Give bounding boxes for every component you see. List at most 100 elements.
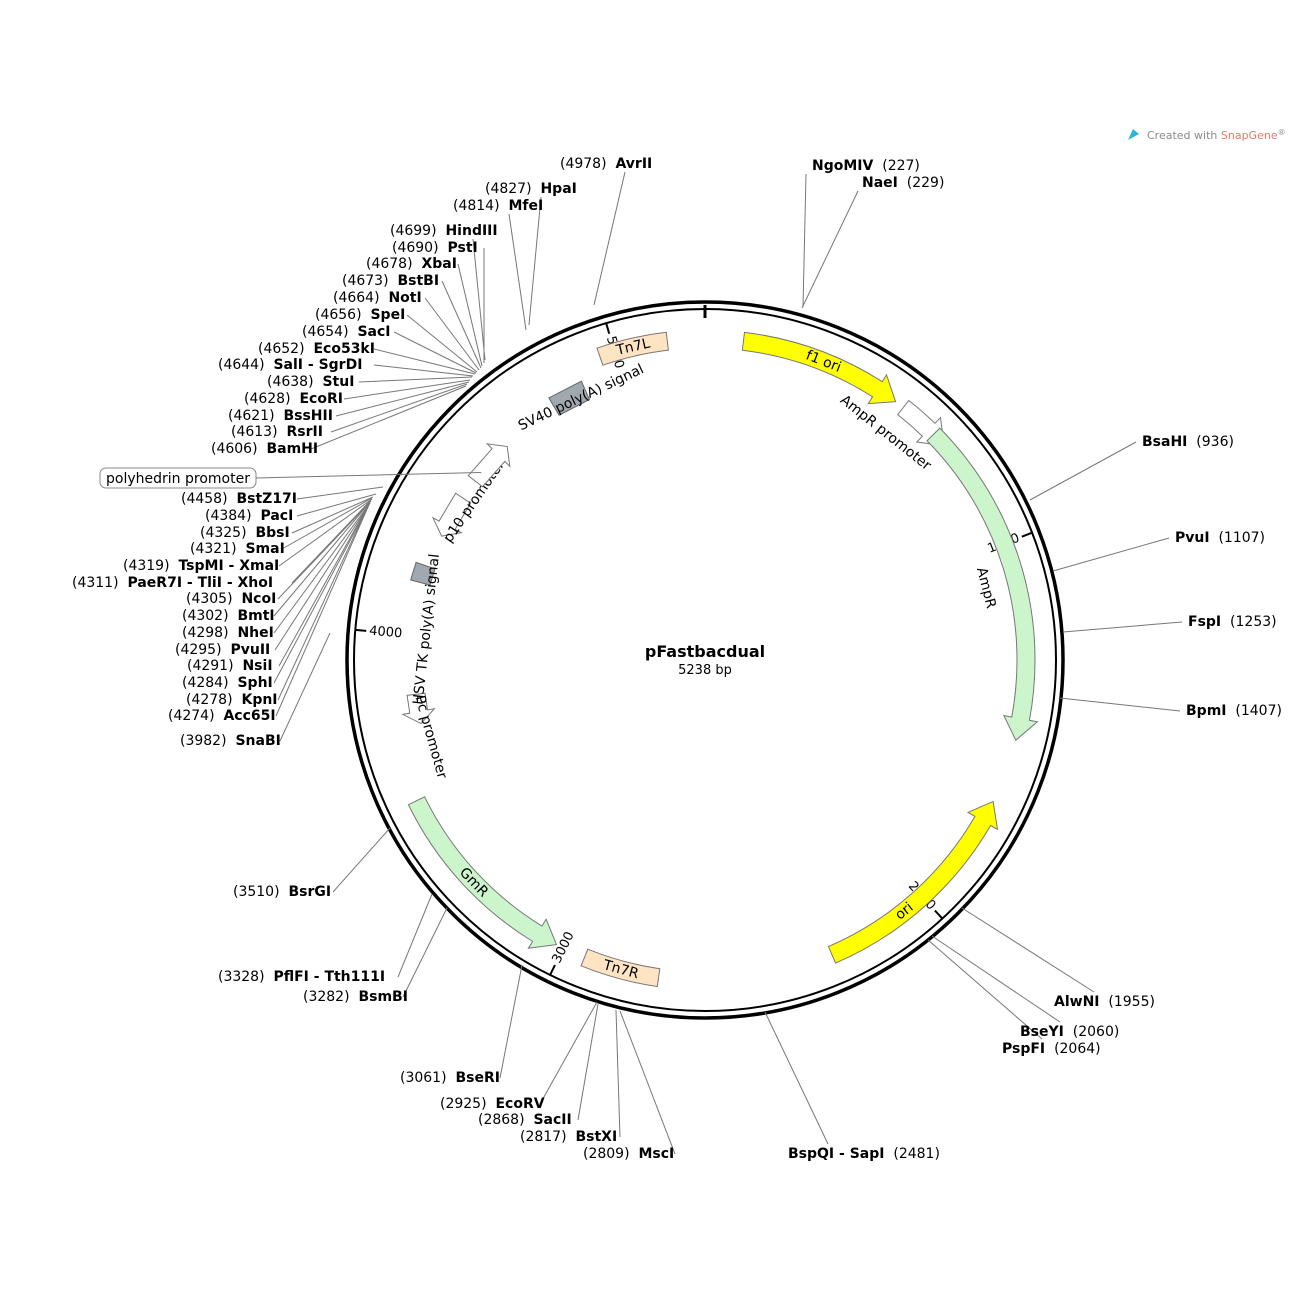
site-leader-line [330,383,468,433]
site-leader-line [373,364,474,377]
site-label: (4814) MfeI [453,198,543,214]
site-name: BsaHI [1142,434,1187,450]
site-label: (4325) BbsI [200,525,290,541]
site-avrii: (4978) AvrII [560,156,652,306]
site-rsrii: (4613) RsrII [231,383,468,440]
site-alwni: AlwNI (1955) [961,907,1155,1010]
site-position: (4656) [315,307,362,323]
site-gap [898,175,907,191]
site-bseyi: BseYI (2060) [931,935,1119,1040]
site-leader-line [310,385,467,450]
site-pflfi-tth111i: (3328) PflFI - Tth111I [218,893,433,985]
site-label: (4690) PstI [392,240,478,256]
site-pspfi: PspFI (2064) [927,939,1101,1057]
site-leader-line [277,500,372,600]
site-leader-line [332,827,391,893]
site-leader-line [335,381,470,417]
site-label: (4978) AvrII [560,156,652,172]
site-name: FspI [1188,614,1221,630]
site-label: (4621) BssHII [228,408,333,424]
site-gap [314,374,323,390]
site-leader-line [406,314,478,373]
feature-ori: ori [827,800,999,964]
site-name: BsrGI [288,884,331,900]
site-leader-line [343,379,471,400]
site-gap [500,198,509,214]
site-position: (4664) [333,290,380,306]
feature-shape [580,948,661,988]
site-leader-line [539,1001,598,1105]
site-position: (2481) [893,1146,940,1162]
site-leader-line [508,213,527,331]
site-paci: (4384) PacI [205,493,377,524]
site-leader-line [296,486,384,500]
site-leader-line [273,502,371,634]
site-leader-line [931,935,1061,1023]
site-leader-line [291,499,372,584]
site-position: (4274) [168,708,215,724]
site-label: (4827) HpaI [485,181,577,197]
site-bstxi: (2817) BstXI [520,1009,621,1145]
site-leader-line [457,263,483,367]
site-name: NheI [237,625,273,641]
site-label: PvuI (1107) [1175,530,1265,546]
site-position: (936) [1196,434,1234,450]
feature-shape [926,427,1039,741]
site-label: (4284) SphI [182,675,273,691]
site-name: BstXI [575,1129,617,1145]
site-gap [234,658,243,674]
plasmid-length: 5238 bp [678,663,732,678]
site-name: StuI [322,374,354,390]
site-gap [229,625,238,641]
site-position: (4814) [453,198,500,214]
site-name: MfeI [508,198,543,214]
site-label: (4654) SacI [302,324,391,340]
feature-shape [407,796,558,949]
site-position: (4621) [228,408,275,424]
site-position: (4291) [187,658,234,674]
site-label: (4656) SpeI [315,307,405,323]
tick-mark [605,322,611,335]
brand-reg: ® [1278,128,1286,137]
site-leader-line [1029,441,1137,501]
site-position: (4278) [186,692,233,708]
site-label: (4652) Eco53kI [258,341,375,357]
site-position: (4673) [342,273,389,289]
site-label: (4673) BstBI [342,273,439,289]
site-name: Acc65I [223,708,275,724]
site-gap [1227,703,1236,719]
snapgene-watermark: Created with SnapGene® [1128,128,1286,142]
site-leader-line [802,173,807,308]
site-name: SnaBI [235,733,280,749]
site-name: PflFI - Tth111I [273,969,385,985]
site-leader-line [358,376,473,383]
site-leader-line [273,504,370,684]
site-gap [227,733,236,749]
site-label: (4458) BstZ17I [181,491,297,507]
site-name: PspFI [1002,1041,1045,1057]
tick-mark [355,628,367,632]
site-gap [437,223,446,239]
site-position: (4678) [366,256,413,272]
site-name: PacI [260,508,293,524]
site-name: BseYI [1020,1024,1064,1040]
feature-ampr-promoter: AmpR promoter [837,392,945,474]
feature-shape [741,331,897,405]
site-name: PvuI [1175,530,1210,546]
feature-tn7r: Tn7R [580,948,661,988]
site-bstbi: (4673) BstBI [342,273,482,369]
site-label: (3510) BsrGI [233,884,331,900]
site-paer7i-tlii-xhoi: (4311) PaeR7I - TliI - XhoI [72,499,372,591]
site-pvui: PvuI (1107) [1052,530,1265,572]
site-saci: (4654) SacI [302,324,477,374]
site-leader-line [273,501,371,617]
feature-hsv-tk-polya: HSV TK poly(A) signal [410,553,443,706]
site-leader-line [961,907,1095,993]
site-name: EcoRV [495,1096,544,1112]
site-gap [873,158,882,174]
site-msci: (2809) MscI [583,1010,676,1162]
site-gap [1187,434,1196,450]
site-position: (3510) [233,884,280,900]
tick-label: 4000 [369,624,403,642]
site-position: (2925) [440,1096,487,1112]
